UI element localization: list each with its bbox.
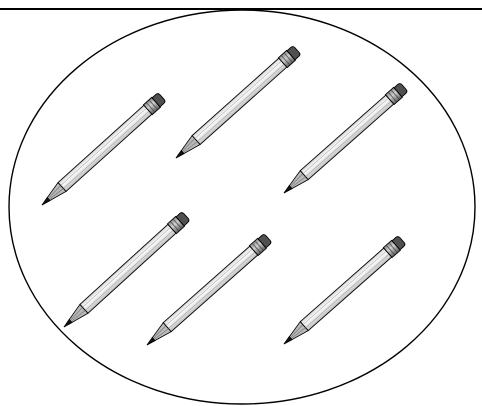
pencil-3 [280, 82, 409, 198]
pencils-group [38, 45, 409, 350]
pencil-body [80, 224, 176, 313]
pencil-lead-tip [283, 185, 293, 194]
pencil-body [300, 95, 393, 180]
pencil-lead-tip [146, 337, 156, 346]
pencil-lead-tip [283, 336, 293, 345]
pencil-6 [280, 235, 407, 349]
pencil-body [300, 248, 391, 331]
pencil-body [58, 105, 152, 191]
pencil-body [192, 58, 287, 144]
pencil-5 [143, 233, 273, 350]
pencil-1 [38, 92, 167, 210]
pencil-4 [60, 211, 191, 332]
pencil-lead-tip [63, 319, 73, 328]
pencil-body [163, 246, 257, 332]
set-ellipse [9, 10, 475, 404]
pencil-lead-tip [41, 197, 51, 206]
pencil-lead-tip [175, 150, 185, 159]
pencil-2 [172, 45, 302, 163]
